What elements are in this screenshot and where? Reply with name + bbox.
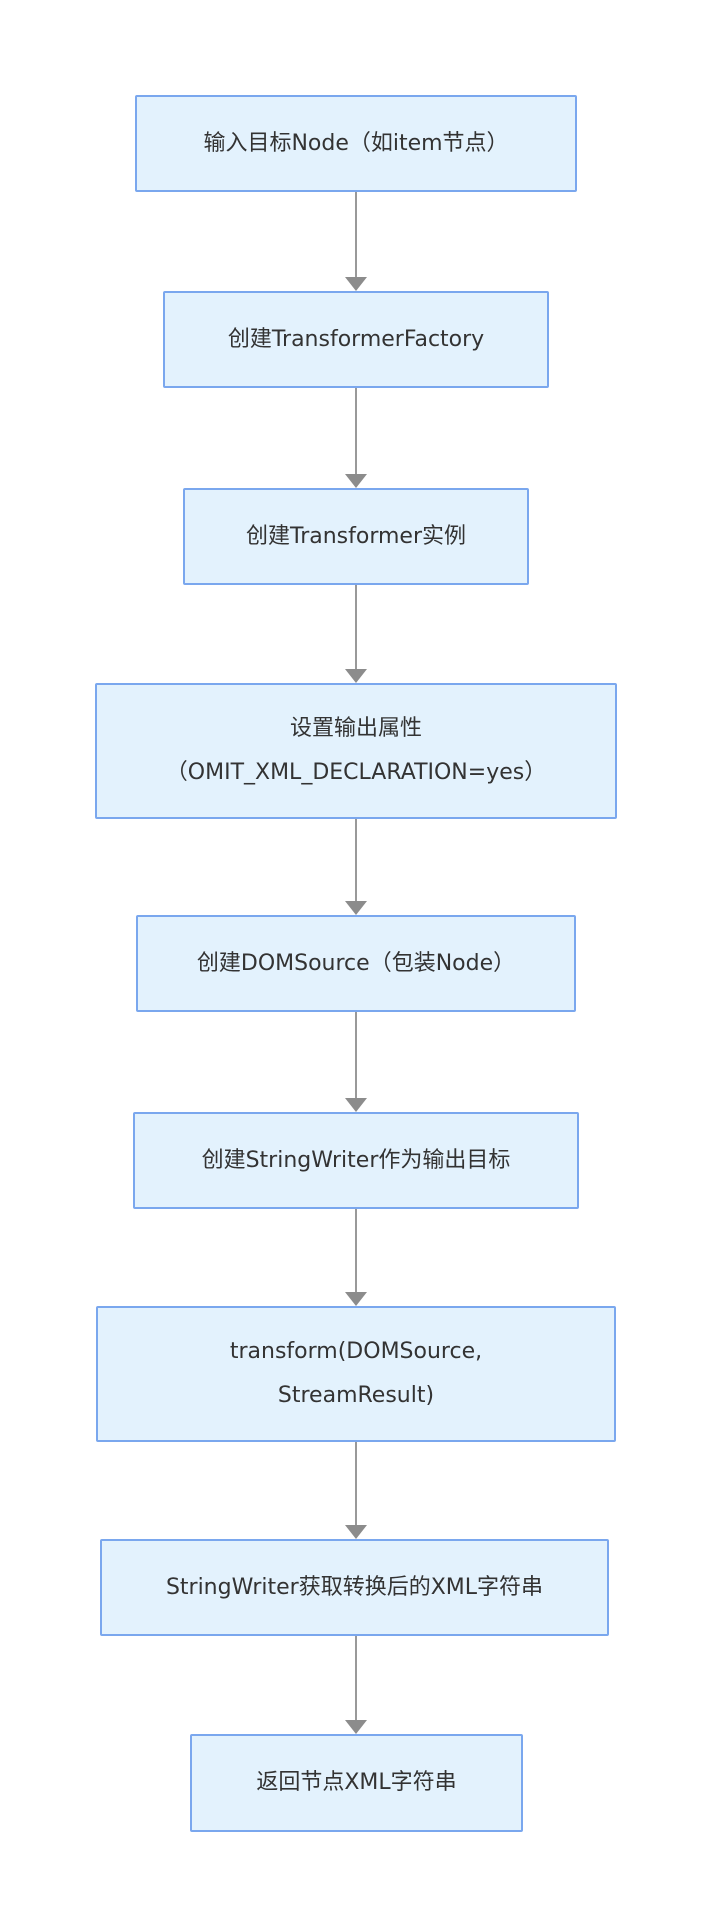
arrow-down-icon xyxy=(345,1292,367,1306)
arrow-down-icon xyxy=(345,277,367,291)
arrow-line xyxy=(355,1636,357,1720)
arrow-line xyxy=(355,388,357,474)
flow-arrow-5 xyxy=(345,1012,367,1112)
flow-node-return-node-xml-string: 返回节点XML字符串 xyxy=(190,1734,523,1832)
flow-arrow-2 xyxy=(345,388,367,488)
arrow-line xyxy=(355,819,357,901)
flow-node-set-output-property: 设置输出属性 （OMIT_XML_DECLARATION=yes） xyxy=(95,683,617,819)
flow-node-create-domsource: 创建DOMSource（包装Node） xyxy=(136,915,576,1012)
flow-arrow-3 xyxy=(345,585,367,683)
flow-arrow-8 xyxy=(345,1636,367,1734)
flow-node-create-transformerfactory: 创建TransformerFactory xyxy=(163,291,549,388)
arrow-down-icon xyxy=(345,901,367,915)
arrow-line xyxy=(355,1209,357,1292)
arrow-down-icon xyxy=(345,1720,367,1734)
flow-node-create-stringwriter: 创建StringWriter作为输出目标 xyxy=(133,1112,579,1209)
flow-node-input-target-node: 输入目标Node（如item节点） xyxy=(135,95,577,192)
arrow-line xyxy=(355,1012,357,1098)
flow-arrow-1 xyxy=(345,192,367,291)
arrow-down-icon xyxy=(345,669,367,683)
arrow-line xyxy=(355,585,357,669)
arrow-line xyxy=(355,192,357,277)
flow-node-stringwriter-get-xml: StringWriter获取转换后的XML字符串 xyxy=(100,1539,609,1636)
arrow-line xyxy=(355,1442,357,1525)
arrow-down-icon xyxy=(345,1525,367,1539)
flow-node-create-transformer-instance: 创建Transformer实例 xyxy=(183,488,529,585)
flow-arrow-6 xyxy=(345,1209,367,1306)
arrow-down-icon xyxy=(345,474,367,488)
flow-arrow-4 xyxy=(345,819,367,915)
arrow-down-icon xyxy=(345,1098,367,1112)
flow-arrow-7 xyxy=(345,1442,367,1539)
flow-node-transform-call: transform(DOMSource, StreamResult) xyxy=(96,1306,616,1442)
